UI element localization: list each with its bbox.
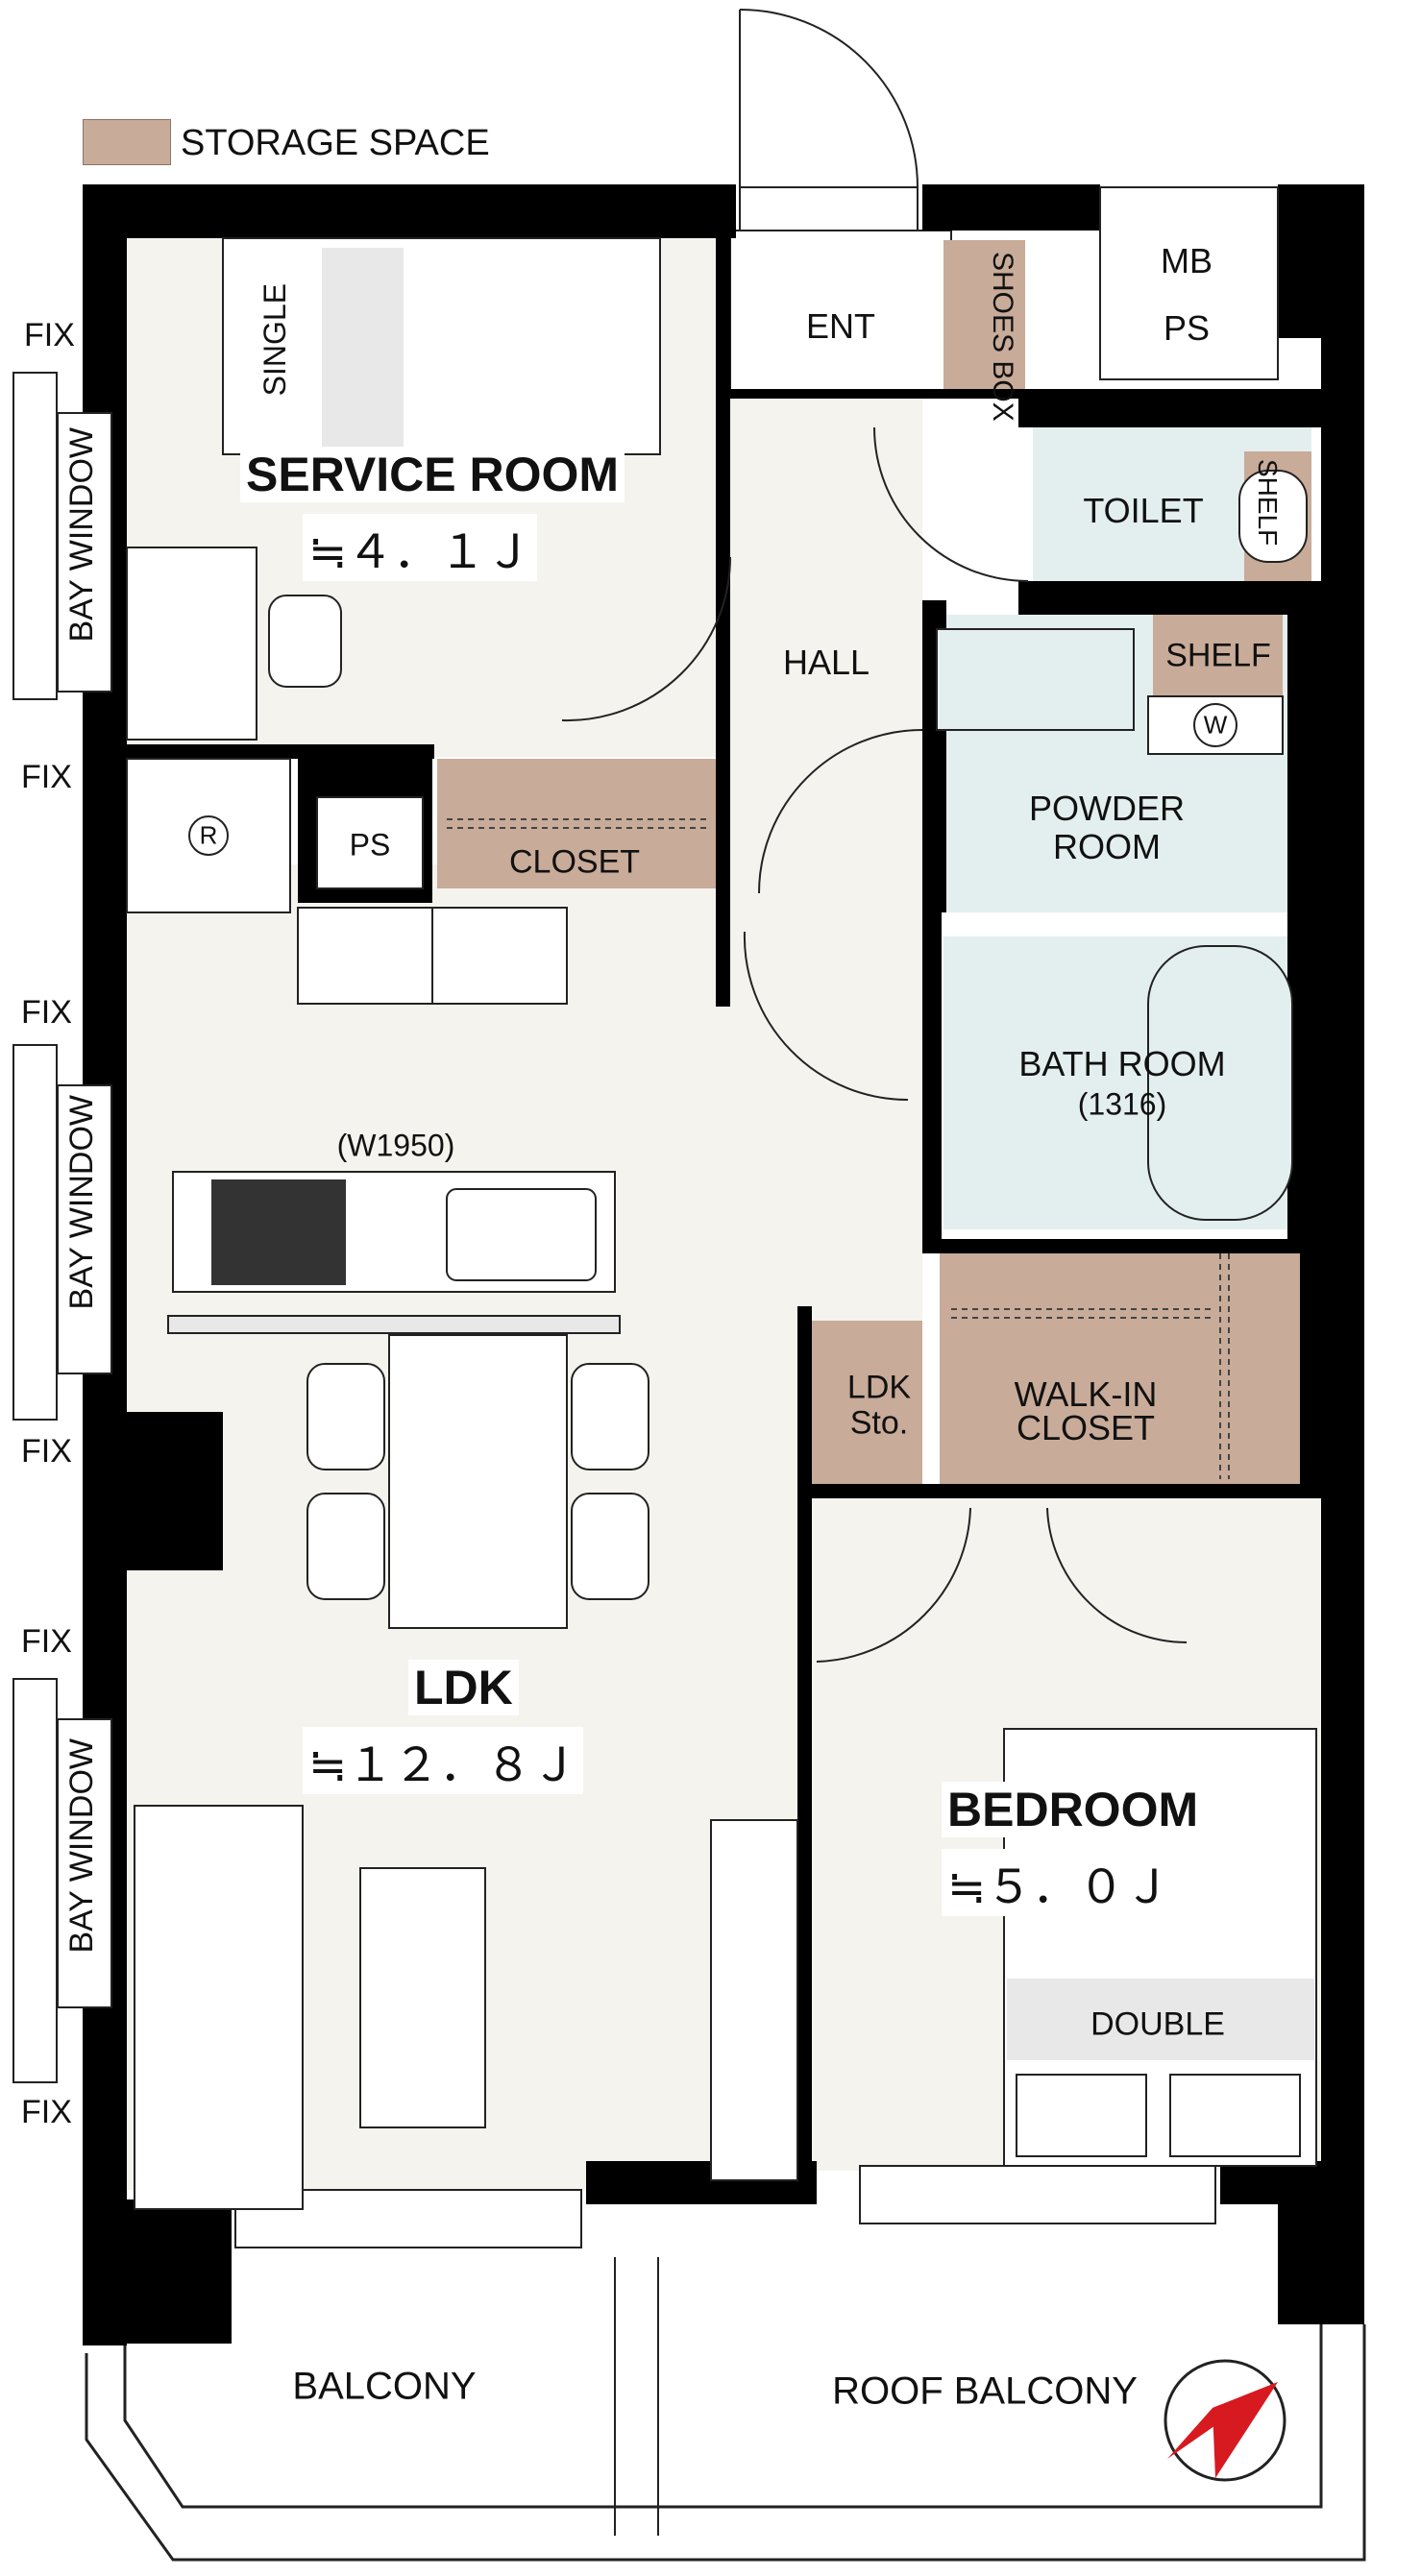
fix-label-1: FIX: [24, 317, 75, 353]
bath-room-size: (1316): [1077, 1086, 1167, 1122]
toilet-label: TOILET: [1083, 491, 1204, 530]
balconies: [85, 2257, 1366, 2562]
doors: [561, 9, 1188, 1663]
roof-balcony-label: ROOF BALCONY: [832, 2369, 1138, 2413]
powder-room-label-2: ROOM: [1053, 827, 1161, 866]
furniture: [126, 237, 1317, 2210]
toilet-shelf-label: SHELF: [1253, 459, 1283, 547]
ps-label-lower: PS: [349, 827, 391, 863]
entrance-floor: [729, 230, 952, 395]
service-room-desk: [126, 547, 257, 741]
single-bed: [222, 237, 661, 455]
ldk-name: LDK: [408, 1660, 519, 1715]
coffee-table: [359, 1867, 486, 2128]
single-bed-label: SINGLE: [257, 283, 292, 397]
shoes-box-label: SHOES BOX: [987, 252, 1018, 422]
powder-room-label-1: POWDER: [1029, 789, 1185, 828]
closet-storage: [437, 759, 716, 888]
stove: [211, 1179, 346, 1285]
powder-shelf-storage: [1153, 615, 1283, 696]
dining-table: [388, 1334, 568, 1629]
fix-label-5: FIX: [21, 1623, 72, 1660]
hall-floor: [730, 394, 922, 1498]
walk-in-closet-storage: [940, 1249, 1300, 1484]
compass-icon: [1164, 2359, 1286, 2482]
storage-areas: [437, 240, 1311, 1484]
bathtub: [1147, 945, 1293, 1221]
toilet-bowl: [1238, 470, 1308, 563]
kitchen-width-label: (W1950): [336, 1128, 455, 1163]
sofa: [134, 1805, 304, 2210]
bay-window-label-2: BAY WINDOW: [63, 1095, 100, 1310]
fix-label-6: FIX: [21, 2094, 72, 2130]
storage-legend-label: STORAGE SPACE: [181, 123, 490, 163]
ps-label-upper: PS: [1163, 308, 1211, 348]
shoes-box-storage: [943, 240, 1025, 389]
sink: [446, 1188, 597, 1281]
ldk-storage-label-1: LDK: [846, 1369, 912, 1406]
vanity: [936, 628, 1135, 731]
ldk-area: ≒１２．８Ｊ: [303, 1727, 584, 1794]
bath-room-label: BATH ROOM: [1018, 1044, 1226, 1083]
fix-label-4: FIX: [21, 1433, 72, 1470]
ps-box: [316, 796, 424, 889]
powder-shelf-label: SHELF: [1165, 637, 1271, 674]
balcony-outline: [85, 2324, 1366, 2562]
refrigerator-label: R: [199, 820, 218, 850]
hall-label: HALL: [782, 643, 870, 682]
walk-in-closet-label-1: WALK-IN: [1014, 1374, 1158, 1414]
balcony-label: BALCONY: [292, 2365, 477, 2408]
ldk-storage: [812, 1321, 922, 1484]
double-bed-label: DOUBLE: [1090, 2005, 1225, 2043]
mb-label: MB: [1161, 241, 1213, 280]
bedroom-name: BEDROOM: [942, 1782, 1205, 1837]
bay-window-label-1: BAY WINDOW: [63, 427, 100, 643]
bay-window-label-3: BAY WINDOW: [63, 1738, 100, 1954]
walk-in-closet-label-2: CLOSET: [1016, 1408, 1156, 1447]
service-room-name: SERVICE ROOM: [240, 447, 625, 502]
closet-label: CLOSET: [508, 843, 641, 881]
entrance-label: ENT: [806, 306, 875, 346]
storage-legend-swatch: [83, 119, 171, 165]
service-room-area: ≒４．１Ｊ: [303, 514, 538, 581]
bedroom-area: ≒５．０Ｊ: [942, 1849, 1177, 1916]
ldk-storage-label-2: Sto.: [849, 1404, 909, 1442]
window-frames: [12, 186, 1279, 2248]
tv-board: [710, 1819, 798, 2181]
fix-label-3: FIX: [21, 994, 72, 1031]
washer-label: W: [1203, 710, 1228, 740]
fix-label-2: FIX: [21, 759, 72, 795]
